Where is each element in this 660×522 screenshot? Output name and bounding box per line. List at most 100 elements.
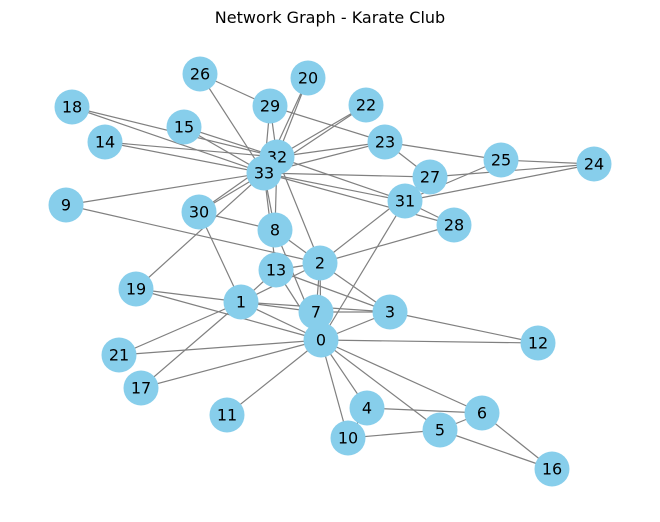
edge-3-13	[275, 269, 391, 313]
edge-23-32	[276, 141, 386, 158]
node-circle-27	[412, 159, 448, 195]
node-3: 3	[372, 294, 408, 330]
node-circle-4	[349, 390, 385, 426]
edge-18-33	[71, 106, 265, 174]
edge-14-33	[104, 141, 265, 174]
edge-31-32	[276, 156, 406, 202]
node-label-21: 21	[109, 346, 129, 365]
node-label-0: 0	[316, 331, 326, 350]
node-circle-29	[252, 88, 288, 124]
node-label-10: 10	[338, 429, 358, 448]
node-circle-17	[123, 370, 159, 406]
edge-5-16	[439, 429, 553, 470]
node-0: 0	[303, 322, 339, 358]
node-circle-14	[87, 124, 123, 160]
node-label-28: 28	[444, 216, 464, 235]
node-8: 8	[257, 212, 293, 248]
edge-28-33	[263, 172, 455, 226]
node-label-13: 13	[266, 261, 286, 280]
node-30: 30	[181, 194, 217, 230]
node-circle-22	[348, 87, 384, 123]
node-circle-0	[303, 322, 339, 358]
node-25: 25	[483, 142, 519, 178]
node-1: 1	[223, 284, 259, 320]
node-label-11: 11	[217, 406, 237, 425]
edge-0-11	[226, 339, 322, 416]
node-label-1: 1	[236, 293, 246, 312]
node-10: 10	[330, 420, 366, 456]
node-label-22: 22	[356, 96, 376, 115]
node-circle-13	[258, 252, 294, 288]
edge-0-17	[140, 339, 322, 389]
edge-14-32	[104, 141, 278, 158]
edge-2-32	[276, 156, 321, 264]
edge-31-33	[263, 172, 406, 202]
node-label-15: 15	[174, 118, 194, 137]
node-label-12: 12	[528, 334, 548, 353]
nodes-layer: 0123456789101112131415161718192021222324…	[48, 56, 612, 487]
node-13: 13	[258, 252, 294, 288]
node-label-33: 33	[254, 164, 274, 183]
node-label-30: 30	[189, 203, 209, 222]
node-label-19: 19	[126, 280, 146, 299]
node-circle-23	[367, 124, 403, 160]
node-label-20: 20	[298, 69, 318, 88]
node-circle-16	[534, 451, 570, 487]
node-circle-1	[223, 284, 259, 320]
node-label-26: 26	[190, 65, 210, 84]
node-9: 9	[48, 187, 84, 223]
node-circle-33	[246, 155, 282, 191]
edge-0-12	[320, 339, 539, 344]
node-label-23: 23	[375, 133, 395, 152]
edge-3-12	[389, 311, 539, 344]
node-label-8: 8	[270, 221, 280, 240]
node-label-3: 3	[385, 303, 395, 322]
node-circle-20	[290, 60, 326, 96]
node-23: 23	[367, 124, 403, 160]
edge-19-33	[135, 172, 265, 290]
edge-0-21	[118, 339, 322, 356]
node-19: 19	[118, 271, 154, 307]
node-circle-12	[520, 325, 556, 361]
node-11: 11	[209, 397, 245, 433]
node-12: 12	[520, 325, 556, 361]
node-circle-19	[118, 271, 154, 307]
node-label-17: 17	[131, 379, 151, 398]
node-label-31: 31	[395, 192, 415, 211]
edge-0-31	[320, 200, 406, 341]
node-circle-9	[48, 187, 84, 223]
edge-1-17	[140, 301, 242, 389]
node-label-9: 9	[61, 196, 71, 215]
node-17: 17	[123, 370, 159, 406]
edge-2-28	[319, 224, 455, 264]
node-circle-5	[422, 412, 458, 448]
node-2: 2	[302, 245, 338, 281]
edge-0-5	[320, 339, 441, 431]
node-circle-18	[54, 89, 90, 125]
node-circle-24	[576, 146, 612, 182]
node-21: 21	[101, 337, 137, 373]
node-20: 20	[290, 60, 326, 96]
node-label-14: 14	[95, 133, 115, 152]
node-14: 14	[87, 124, 123, 160]
node-15: 15	[166, 109, 202, 145]
node-circle-8	[257, 212, 293, 248]
node-label-16: 16	[542, 460, 562, 479]
edge-27-33	[263, 172, 431, 178]
node-label-2: 2	[315, 254, 325, 273]
node-circle-31	[387, 183, 423, 219]
node-26: 26	[182, 56, 218, 92]
edge-1-21	[118, 301, 242, 356]
node-label-7: 7	[311, 303, 321, 322]
node-circle-28	[436, 207, 472, 243]
edge-0-19	[135, 288, 322, 341]
node-circle-2	[302, 245, 338, 281]
node-7: 7	[298, 294, 334, 330]
node-label-27: 27	[420, 168, 440, 187]
node-6: 6	[464, 395, 500, 431]
node-5: 5	[422, 412, 458, 448]
edge-24-31	[404, 163, 595, 202]
graph-title: Network Graph - Karate Club	[214, 8, 446, 27]
edge-23-25	[384, 141, 502, 161]
